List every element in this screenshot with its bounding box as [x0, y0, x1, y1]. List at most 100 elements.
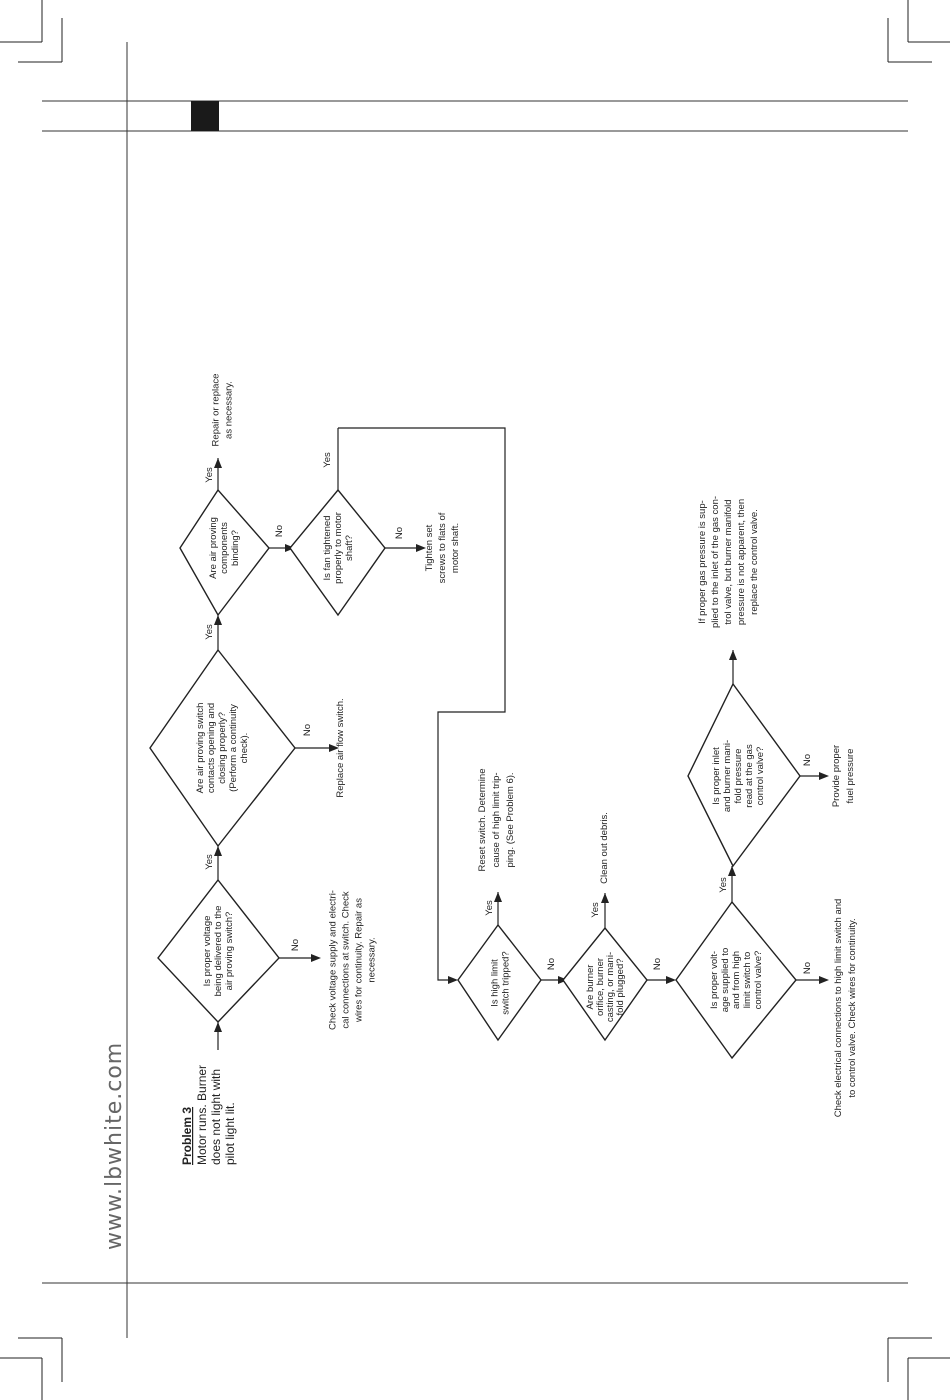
action-6-text-line: Clean out debris. — [599, 812, 610, 884]
decision-5-text-line: switch tripped? — [501, 951, 512, 1014]
branch-label-yes: Yes — [590, 902, 601, 918]
branch-label-no: No — [802, 754, 813, 766]
branch-label-yes: Yes — [204, 467, 215, 483]
action-9-text-line: If proper gas pressure is sup- — [697, 500, 708, 624]
decision-5-text-line: Is high limit — [490, 959, 501, 1007]
decision-6-text-line: fold plugged? — [615, 958, 626, 1015]
action-8-text-line: Provide proper — [831, 745, 842, 807]
action-2-text-line: Replace air flow switch. — [335, 698, 346, 797]
action-9-text: If proper gas pressure is sup-plied to t… — [697, 496, 760, 628]
action-7-text-line: to control valve. Check wires for contin… — [847, 918, 858, 1097]
decision-3-diamond — [179, 488, 270, 617]
action-7-text-line: Check electrical connections to high lim… — [833, 899, 844, 1118]
branch-label-yes: Yes — [204, 854, 215, 870]
decision-7-diamond — [675, 900, 797, 1060]
decision-2-text-line: check). — [239, 733, 250, 764]
decision-2-text-line: Are air proving switch — [195, 703, 206, 794]
action-3-text-line: as necessary. — [224, 381, 235, 439]
action-1-text-line: Check voltage supply and electri- — [328, 890, 339, 1030]
action-2-text: Replace air flow switch. — [335, 698, 346, 797]
branch-label-no: No — [546, 958, 557, 970]
decision-1-text-line: being delivered to the — [213, 906, 224, 997]
action-5-text-line: cause of high limit trip- — [491, 772, 502, 867]
decision-4-diamond — [289, 488, 386, 617]
decision-7-text-line: and from high — [731, 951, 742, 1009]
decision-8-text-line: fold pressure — [733, 749, 744, 804]
decision-6-diamond — [562, 926, 648, 1042]
decision-8-text-line: and burner mani- — [722, 740, 733, 812]
decision-4-text-line: Is fan tightened — [322, 516, 333, 581]
decision-3-text-line: components — [219, 522, 230, 574]
decision-6-text-line: Are burner — [585, 965, 596, 1010]
problem-description-text-line: pilot light lit. — [223, 1102, 237, 1165]
action-8-text-line: fuel pressure — [845, 749, 856, 804]
action-9-text-line: plied to the inlet of the gas con- — [710, 496, 721, 628]
action-1-text-line: wires for continuity. Repair as — [354, 898, 365, 1023]
decision-7-text-line: age supplied to — [720, 948, 731, 1012]
decision-5-diamond — [457, 923, 542, 1042]
decision-4-text-line: properly to motor — [333, 512, 344, 584]
decision-2-text-line: contacts opening and — [206, 703, 217, 793]
decision-6-text-line: orifice, burner — [595, 958, 606, 1016]
branch-label-yes: Yes — [484, 900, 495, 916]
action-4-text-line: screws to flats of — [437, 512, 448, 583]
decision-8-text-line: control valve? — [755, 747, 766, 806]
decision-diamonds — [149, 488, 801, 1060]
decision-1-diamond — [157, 878, 280, 1024]
action-4-text-line: Tighten set — [424, 524, 435, 571]
branch-label-yes: Yes — [204, 624, 215, 640]
action-6-text: Clean out debris. — [599, 812, 610, 884]
decision-8-text-line: Is proper inlet — [711, 747, 722, 805]
decision-6-text-line: casting, or mani- — [605, 952, 616, 1022]
action-4-text-line: motor shaft. — [450, 523, 461, 573]
branch-label-no: No — [302, 724, 313, 736]
branch-label-yes: Yes — [322, 452, 333, 468]
action-1-text-line: necessary. — [367, 937, 378, 982]
decision-3-text-line: Are air proving — [208, 517, 219, 579]
arrowheads — [214, 458, 829, 1032]
branch-label-no: No — [652, 958, 663, 970]
website-url: www.lbwhite.com — [102, 1042, 127, 1250]
decision-2-diamond — [149, 648, 296, 848]
problem-description-text-line: does not light with — [209, 1069, 223, 1165]
decision-7-text-line: control valve? — [753, 951, 764, 1010]
action-9-text-line: trol valve, but burner manifold — [723, 499, 734, 624]
action-9-text-line: pressure is not apparent, then — [736, 499, 747, 625]
action-3-text-line: Repair or replace — [211, 374, 222, 447]
section-tab — [191, 101, 219, 131]
action-7-text: Check electrical connections to high lim… — [833, 899, 858, 1118]
decision-7-text-line: limit switch to — [742, 952, 753, 1008]
action-5-text-line: Reset switch. Determine — [477, 769, 488, 872]
problem-description-text-line: Motor runs. Burner — [195, 1065, 209, 1165]
branch-label-no: No — [802, 962, 813, 974]
problem-label: Problem 3 — [180, 1107, 194, 1165]
action-5-text-line: ping. (See Problem 6). — [505, 772, 516, 867]
decision-8-text-line: read at the gas — [744, 744, 755, 808]
decision-2-text-line: closing properly? — [217, 712, 228, 784]
branch-label-no: No — [394, 527, 405, 539]
branch-label-no: No — [274, 525, 285, 537]
decision-3-text-line: binding? — [230, 530, 241, 566]
page-rules — [42, 42, 908, 1338]
branch-label-no: No — [290, 939, 301, 951]
action-1-text-line: cal connections at switch. Check — [341, 891, 352, 1029]
branch-label-yes: Yes — [718, 877, 729, 893]
action-9-text-line: replace the control valve. — [749, 509, 760, 615]
